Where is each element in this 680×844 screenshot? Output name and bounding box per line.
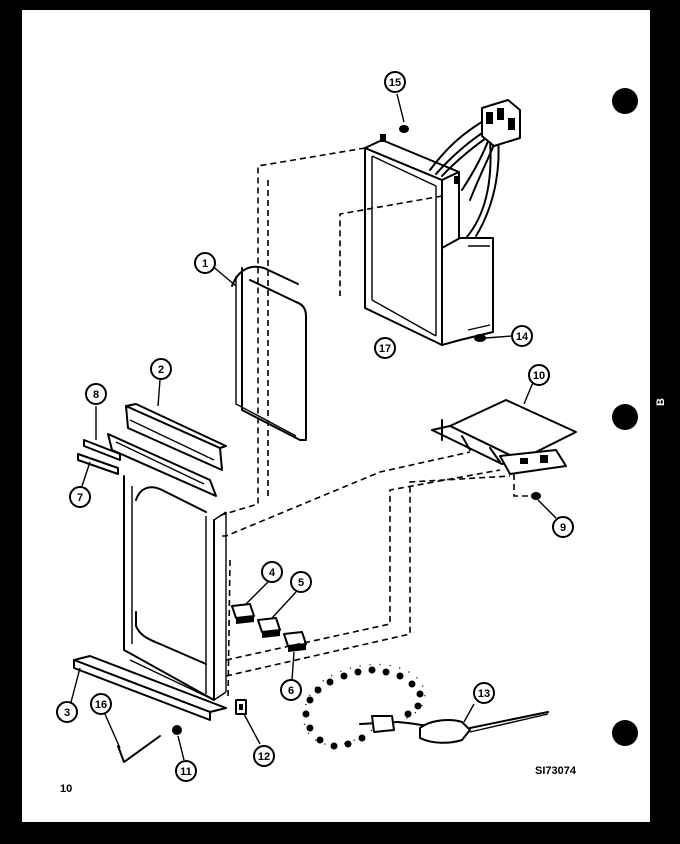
callout-3: 3 — [56, 701, 78, 723]
knob-part-4 — [231, 581, 269, 624]
svg-text:11: 11 — [180, 766, 192, 778]
screw-part-14 — [474, 334, 513, 342]
callout-17: 17 — [374, 337, 396, 359]
svg-text:15: 15 — [389, 77, 401, 89]
svg-text:7: 7 — [77, 492, 83, 504]
callout-6: 6 — [280, 679, 302, 701]
screw-part-9 — [531, 492, 557, 519]
callout-15: 15 — [384, 71, 406, 93]
screw-part-15 — [396, 93, 409, 133]
switch-bracket-part-10 — [431, 379, 577, 475]
binder-hole-bottom — [612, 720, 638, 746]
wire-harness — [429, 99, 521, 239]
base-plate-part-3 — [69, 655, 227, 721]
svg-text:5: 5 — [298, 577, 304, 589]
callout-2: 2 — [150, 358, 172, 380]
assembly-guide-lines — [217, 147, 532, 701]
callout-13: 13 — [473, 682, 495, 704]
svg-text:3: 3 — [64, 707, 70, 719]
svg-text:2: 2 — [158, 364, 164, 376]
svg-text:14: 14 — [516, 331, 529, 343]
callout-9: 9 — [552, 516, 574, 538]
probe-cable-beads — [302, 666, 424, 750]
callout-1: 1 — [194, 252, 216, 274]
callout-8: 8 — [85, 383, 107, 405]
callout-10: 10 — [528, 364, 550, 386]
callout-12: 12 — [253, 745, 275, 767]
svg-text:8: 8 — [93, 389, 99, 401]
svg-text:13: 13 — [478, 688, 490, 700]
strip-part-8 — [83, 406, 121, 461]
svg-text:4: 4 — [269, 567, 276, 579]
svg-text:9: 9 — [560, 522, 566, 534]
knob-part-6 — [283, 631, 307, 681]
callout-4: 4 — [261, 561, 283, 583]
callout-7: 7 — [69, 486, 91, 508]
clip-part-12 — [235, 699, 261, 745]
svg-text:10: 10 — [533, 370, 545, 382]
svg-text:6: 6 — [288, 685, 294, 697]
strip-part-7 — [77, 453, 119, 487]
callout-14: 14 — [511, 325, 533, 347]
control-box-part-17 — [364, 134, 494, 346]
svg-text:16: 16 — [95, 699, 107, 711]
knob-part-5 — [257, 591, 297, 638]
drawing-id: SI73074 — [535, 765, 577, 777]
callout-11: 11 — [175, 760, 197, 782]
page-number: 10 — [60, 783, 72, 795]
housing-frame — [123, 475, 227, 701]
svg-text:12: 12 — [258, 751, 270, 763]
svg-text:17: 17 — [379, 343, 391, 355]
binder-hole-middle — [612, 404, 638, 430]
grommet-part-11 — [172, 725, 185, 761]
bracket-part-2 — [107, 379, 227, 497]
gasket-part-1 — [209, 263, 307, 441]
binder-hole-top — [612, 88, 638, 114]
svg-text:1: 1 — [202, 258, 208, 270]
hex-key-part-16 — [103, 711, 161, 763]
probe-part-13 — [303, 663, 549, 746]
callout-16: 16 — [90, 693, 112, 715]
edge-mark: B — [655, 398, 667, 406]
callout-5: 5 — [290, 571, 312, 593]
